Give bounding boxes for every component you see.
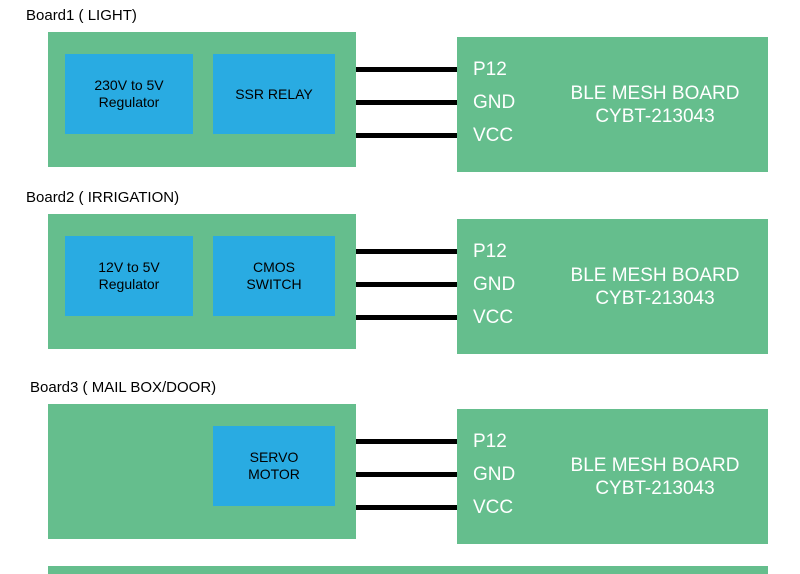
pin-label-vcc: VCC [473, 125, 514, 146]
pin-label-gnd: GND [473, 92, 516, 113]
ble-mesh-board: P12 GND VCC BLE MESH BOARD CYBT-213043 [457, 219, 768, 354]
board-label: Board2 ( IRRIGATION) [26, 189, 180, 206]
ble-name-line1: BLE MESH BOARD [570, 82, 740, 104]
pin-column: P12 GND VCC [473, 431, 515, 519]
pin-label-vcc: VCC [473, 497, 514, 518]
pin-column: P12 GND VCC [473, 59, 515, 147]
wire-gnd [356, 282, 462, 287]
relay-module-box: SSR RELAY [213, 54, 335, 134]
pin-label-p12: P12 [473, 59, 507, 80]
ble-mesh-board: P12 GND VCC BLE MESH BOARD CYBT-213043 [457, 37, 768, 172]
board-label: Board3 ( MAIL BOX/DOOR) [30, 379, 217, 396]
ble-name-line2: CYBT-213043 [595, 105, 715, 127]
ble-board-name: BLE MESH BOARD CYBT-213043 [542, 37, 768, 172]
ble-name-line2: CYBT-213043 [595, 477, 715, 499]
servo-module-box: SERVO MOTOR [213, 426, 335, 506]
board-label: Board1 ( LIGHT) [26, 7, 137, 24]
regulator-module-box: 12V to 5V Regulator [65, 236, 193, 316]
wire-vcc [356, 315, 462, 320]
wire-vcc [356, 505, 462, 510]
wire-vcc [356, 133, 462, 138]
pin-column: P12 GND VCC [473, 241, 515, 329]
wire-gnd [356, 472, 462, 477]
switch-module-box: CMOS SWITCH [213, 236, 335, 316]
regulator-module-box: 230V to 5V Regulator [65, 54, 193, 134]
board1-section: Board1 ( LIGHT) 230V to 5V Regulator SSR… [0, 0, 800, 182]
ble-name-line2: CYBT-213043 [595, 287, 715, 309]
ble-board-name: BLE MESH BOARD CYBT-213043 [542, 409, 768, 544]
wire-gnd [356, 100, 462, 105]
wire-p12 [356, 249, 462, 254]
pin-label-p12: P12 [473, 241, 507, 262]
wire-p12 [356, 67, 462, 72]
peripheral-board: 12V to 5V Regulator CMOS SWITCH [48, 214, 356, 349]
ble-name-line1: BLE MESH BOARD [570, 454, 740, 476]
pin-label-gnd: GND [473, 274, 516, 295]
ble-board-name: BLE MESH BOARD CYBT-213043 [542, 219, 768, 354]
wire-p12 [356, 439, 462, 444]
board2-section: Board2 ( IRRIGATION) 12V to 5V Regulator… [0, 182, 800, 364]
ble-name-line1: BLE MESH BOARD [570, 264, 740, 286]
board3-section: Board3 ( MAIL BOX/DOOR) SERVO MOTOR P12 … [0, 372, 800, 554]
ble-mesh-board: P12 GND VCC BLE MESH BOARD CYBT-213043 [457, 409, 768, 544]
pin-label-p12: P12 [473, 431, 507, 452]
pin-label-gnd: GND [473, 464, 516, 485]
cropped-board-strip [48, 566, 768, 574]
peripheral-board: 230V to 5V Regulator SSR RELAY [48, 32, 356, 167]
peripheral-board: SERVO MOTOR [48, 404, 356, 539]
pin-label-vcc: VCC [473, 307, 514, 328]
